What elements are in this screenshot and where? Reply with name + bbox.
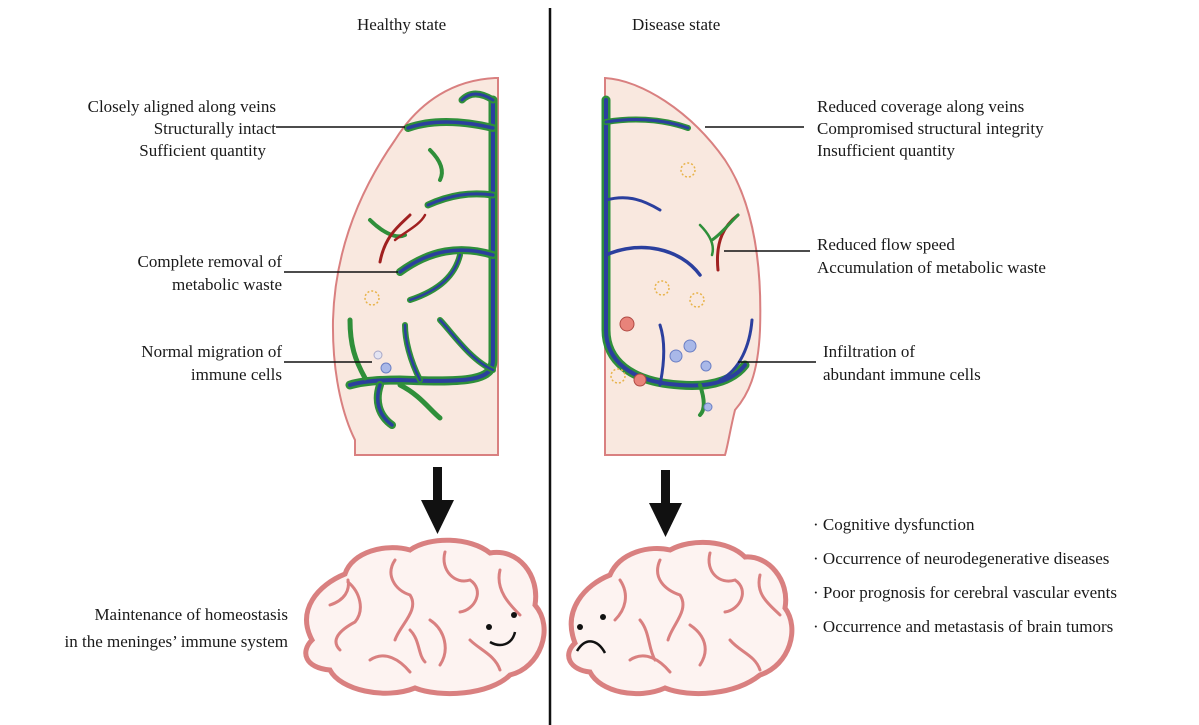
healthy-brain: [306, 540, 544, 693]
disease-heading: Disease state: [632, 14, 720, 36]
disease-veins-line3: Insufficient quantity: [817, 140, 955, 162]
disease-outcome-2: · Occurrence of neurodegenerative diseas…: [813, 548, 1109, 570]
disease-outcome-4: · Occurrence and metastasis of brain tum…: [813, 616, 1113, 638]
healthy-immune-line1: Normal migration of: [141, 341, 282, 363]
disease-outcome-3: · Poor prognosis for cerebral vascular e…: [813, 582, 1117, 604]
arrows: [421, 467, 682, 537]
disease-waste-line2: Accumulation of metabolic waste: [817, 257, 1046, 279]
disease-outcome-1: · Cognitive dysfunction: [813, 514, 974, 536]
disease-brain: [569, 542, 792, 693]
healthy-immune-line2: immune cells: [191, 364, 282, 386]
disease-waste-line1: Reduced flow speed: [817, 234, 955, 256]
disease-meninges: [605, 78, 760, 455]
healthy-waste-line1: Complete removal of: [138, 251, 282, 273]
healthy-veins-line3: Sufficient quantity: [139, 140, 266, 162]
disease-immune-line2: abundant immune cells: [823, 364, 981, 386]
disease-veins-line1: Reduced coverage along veins: [817, 96, 1024, 118]
healthy-waste-line2: metabolic waste: [172, 274, 282, 296]
disease-veins-line2: Compromised structural integrity: [817, 118, 1044, 140]
healthy-outcome-line1: Maintenance of homeostasis: [94, 604, 288, 626]
healthy-veins-line1: Closely aligned along veins: [88, 96, 276, 118]
healthy-veins-line2: Structurally intact: [154, 118, 276, 140]
healthy-heading: Healthy state: [357, 14, 446, 36]
disease-immune-line1: Infiltration of: [823, 341, 915, 363]
healthy-meninges: [333, 78, 498, 455]
healthy-outcome-line2: in the meninges’ immune system: [65, 631, 288, 653]
